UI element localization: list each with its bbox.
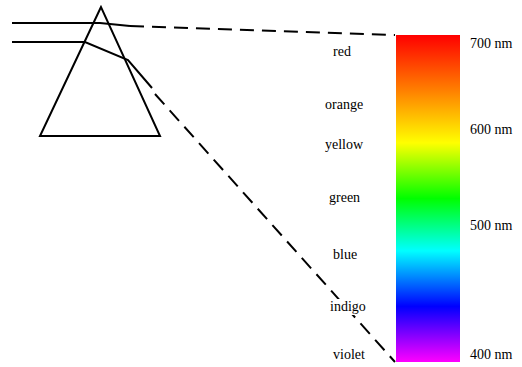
- wavelength-label: 400 nm: [468, 347, 514, 363]
- color-label: blue: [331, 247, 359, 263]
- color-label: yellow: [323, 137, 365, 153]
- color-label: violet: [331, 347, 367, 363]
- color-label: green: [327, 190, 362, 206]
- wavelength-label: 500 nm: [468, 218, 514, 234]
- color-label: red: [331, 44, 353, 60]
- light-ray: [12, 42, 152, 88]
- spectrum-bar: [396, 35, 460, 362]
- dashed-ray: [130, 26, 395, 35]
- color-label: orange: [323, 97, 365, 113]
- color-label: indigo: [328, 299, 368, 315]
- light-ray: [12, 23, 130, 26]
- wavelength-label: 700 nm: [468, 36, 514, 52]
- wavelength-label: 600 nm: [468, 122, 514, 138]
- dashed-ray: [155, 94, 395, 362]
